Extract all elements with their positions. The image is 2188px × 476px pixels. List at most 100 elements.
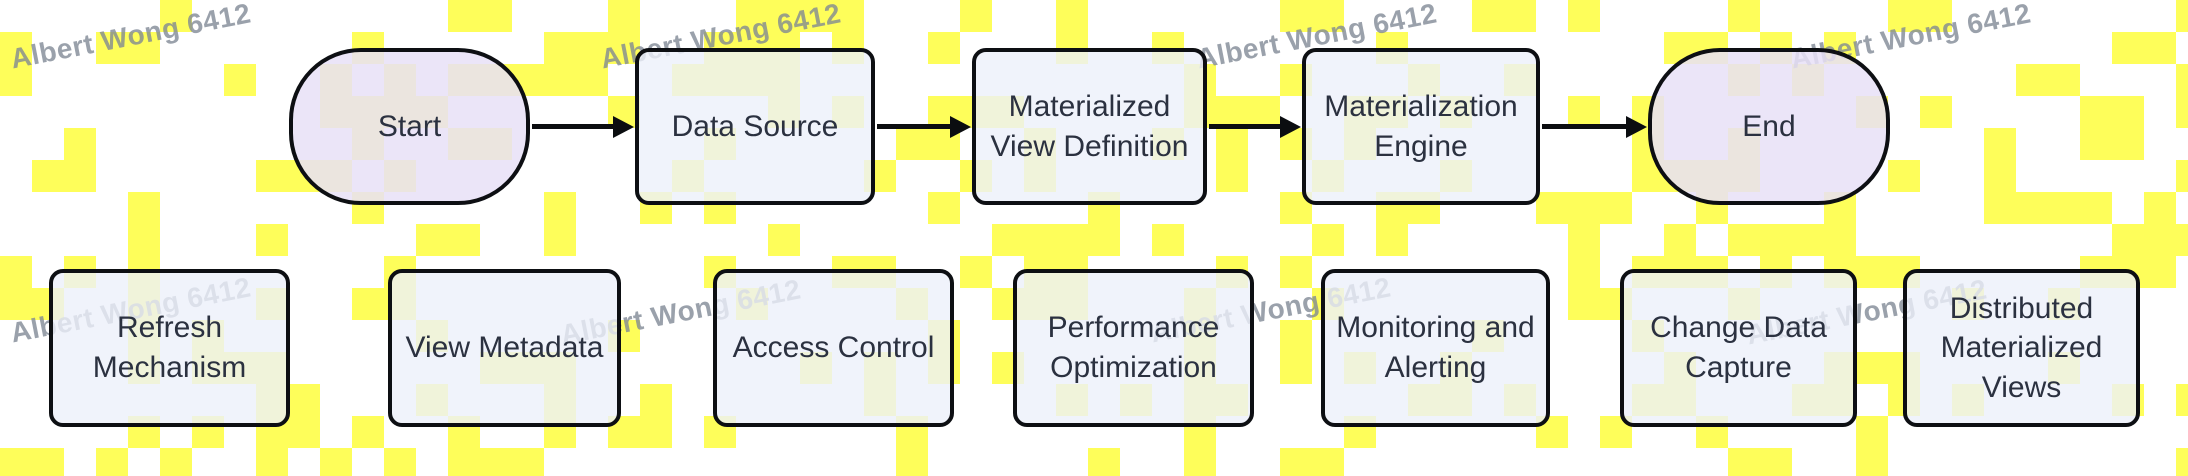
yellow-block [1984, 160, 2016, 192]
node-label: Materialization Engine [1324, 89, 1518, 163]
node-label: Change Data Capture [1650, 311, 1827, 384]
yellow-block [288, 384, 320, 416]
yellow-block [160, 0, 192, 32]
yellow-block [384, 448, 416, 476]
yellow-block [480, 0, 512, 32]
yellow-block [2176, 0, 2188, 32]
yellow-block [1216, 128, 1248, 160]
yellow-block [32, 160, 64, 192]
yellow-block [2048, 64, 2080, 96]
yellow-block [352, 416, 384, 448]
yellow-block [1760, 448, 1792, 476]
yellow-block [2144, 224, 2176, 256]
yellow-block [0, 288, 32, 320]
node-label: Start [377, 109, 442, 143]
yellow-block [352, 288, 384, 320]
yellow-block [2048, 192, 2080, 224]
yellow-block [1280, 320, 1312, 352]
yellow-block [1984, 192, 2016, 224]
yellow-block [2176, 448, 2188, 476]
node-label: View Metadata [405, 331, 604, 365]
arrow-shaft [1542, 124, 1626, 129]
arrow-shaft [877, 124, 950, 129]
arrow-shaft [532, 124, 613, 129]
arrowhead-icon [613, 115, 634, 138]
node-label: Distributed Materialized Views [1940, 291, 2103, 404]
yellow-block [1888, 0, 1920, 32]
yellow-block [1280, 448, 1312, 476]
yellow-block [1856, 416, 1888, 448]
node-change-data-capture: Change Data Capture [1620, 269, 1857, 427]
yellow-block [1664, 224, 1696, 256]
yellow-block [1184, 448, 1216, 476]
node-materialization-engine: Materialization Engine [1302, 48, 1540, 205]
yellow-block [576, 32, 608, 64]
yellow-block [2112, 32, 2144, 64]
yellow-block [2080, 192, 2112, 224]
node-distributed-materialized-views: Distributed Materialized Views [1903, 269, 2140, 427]
yellow-block [1024, 224, 1056, 256]
yellow-block [0, 64, 32, 96]
arrow-mvd-to-engine [1209, 115, 1301, 138]
yellow-block [512, 448, 544, 476]
yellow-block [2176, 64, 2188, 96]
yellow-block [0, 256, 32, 288]
node-performance-optimization: Performance Optimization [1013, 269, 1254, 427]
node-label: Performance Optimization [1047, 311, 1220, 384]
yellow-block [1568, 96, 1600, 128]
yellow-block [1280, 256, 1312, 288]
yellow-block [1824, 224, 1856, 256]
node-materialized-view-definition: Materialized View Definition [972, 48, 1207, 205]
yellow-block [544, 64, 576, 96]
yellow-block [608, 32, 640, 64]
yellow-block [288, 416, 320, 448]
node-label: Data Source [671, 109, 839, 143]
yellow-block [1312, 0, 1344, 32]
node-label: Refresh Mechanism [92, 311, 247, 384]
yellow-block [1088, 224, 1120, 256]
node-end: End [1648, 48, 1890, 205]
yellow-block [896, 448, 928, 476]
node-label: Materialized View Definition [990, 89, 1189, 163]
yellow-block [576, 64, 608, 96]
node-refresh-mechanism: Refresh Mechanism [49, 269, 290, 427]
yellow-block [1312, 448, 1344, 476]
yellow-block [2016, 192, 2048, 224]
yellow-block [1760, 224, 1792, 256]
yellow-block [320, 448, 352, 476]
yellow-block [1216, 96, 1248, 128]
yellow-block [96, 448, 128, 476]
yellow-block [1568, 256, 1600, 288]
yellow-block [1920, 96, 1952, 128]
yellow-block [160, 448, 192, 476]
yellow-block [2112, 96, 2144, 128]
arrow-start-to-data-source [532, 115, 634, 138]
yellow-block [224, 64, 256, 96]
yellow-block [768, 224, 800, 256]
yellow-block [2080, 128, 2112, 160]
yellow-block [1248, 96, 1280, 128]
yellow-block [1088, 448, 1120, 476]
yellow-block [640, 384, 672, 416]
yellow-block [2144, 192, 2176, 224]
yellow-block [1280, 352, 1312, 384]
yellow-block [1216, 160, 1248, 192]
yellow-block [832, 0, 864, 32]
arrow-engine-to-end [1542, 115, 1647, 138]
yellow-block [2144, 32, 2176, 64]
yellow-block [1856, 448, 1888, 476]
yellow-block [128, 224, 160, 256]
yellow-block [1152, 224, 1184, 256]
yellow-block [544, 192, 576, 224]
yellow-block [2176, 224, 2188, 256]
yellow-block [448, 0, 480, 32]
yellow-block [1856, 256, 1888, 288]
yellow-block [544, 32, 576, 64]
yellow-block [1600, 192, 1632, 224]
yellow-block [1920, 0, 1952, 32]
yellow-block [1280, 0, 1312, 32]
yellow-block [1568, 224, 1600, 256]
yellow-block [256, 224, 288, 256]
node-view-metadata: View Metadata [388, 269, 621, 427]
